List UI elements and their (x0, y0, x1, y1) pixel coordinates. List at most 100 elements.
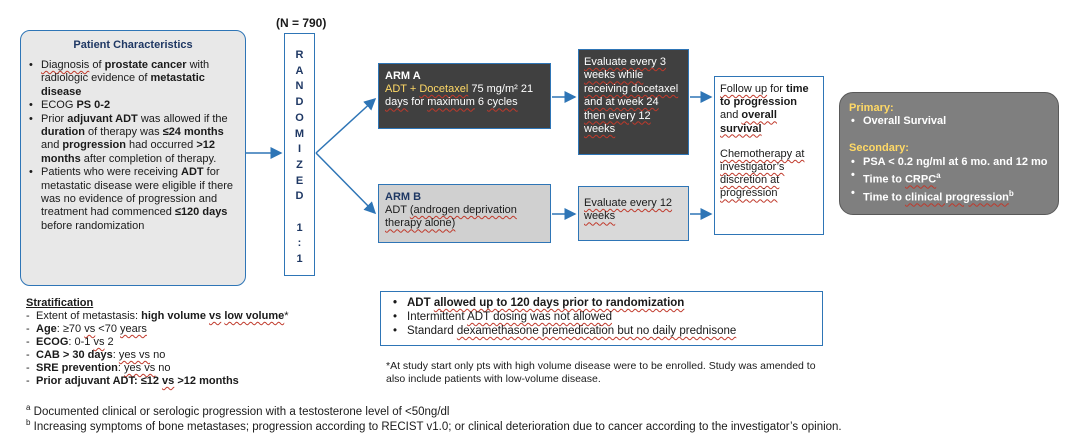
chemotherapy-text: Chemotherapy at investigator’s discretio… (720, 148, 818, 201)
text-run: ADT (385, 204, 410, 217)
patient-criterion: Diagnosis of prostate cancer with radiol… (29, 59, 237, 99)
text-run: days (385, 96, 409, 109)
text-run: Diagnosis (41, 59, 90, 71)
stratification-title: Stratification (26, 297, 94, 309)
text-run: a (936, 170, 941, 180)
text-run: vs (93, 336, 105, 348)
text-run: ADT + (385, 83, 420, 96)
randomized-letter: 1 (296, 253, 303, 266)
treatment-notes-list: ADT allowed up to 120 days prior to rand… (391, 296, 812, 338)
text-run: no (155, 362, 171, 374)
text-run: ADT (181, 166, 204, 179)
randomized-letter: : (297, 237, 302, 250)
text-run: PSA < 0.2 ng/ml at 6 mo. and 12 mo (863, 155, 1048, 168)
text-run: Follow up (720, 83, 768, 95)
randomized-letter: E (295, 174, 304, 187)
footnote-a: a Documented clinical or serologic progr… (26, 403, 449, 418)
text-run: vs (209, 310, 222, 322)
stratification-item: Age: ≥70 vs <70 years (26, 323, 366, 336)
text-run: maximum (427, 96, 475, 109)
patient-criterion: Patients who were receiving ADT for meta… (29, 166, 237, 233)
text-run: and (720, 109, 742, 122)
arm-b-title: ARM B (385, 191, 422, 203)
text-run: prostate cancer (104, 59, 187, 71)
secondary-endpoint-item: Time to clinical progressionb (849, 187, 1049, 205)
text-run: Evaluate every 12 weeks (584, 197, 673, 223)
text-run: before randomization (41, 219, 145, 232)
arrow-randomized-to-arm-b (315, 152, 377, 215)
randomized-letter: 1 (296, 221, 303, 234)
secondary-endpoint-list: PSA < 0.2 ng/ml at 6 mo. and 12 moTime t… (849, 156, 1049, 205)
patient-criterion: ECOG PS 0-2 (29, 99, 237, 113)
text-run: vs (84, 323, 96, 335)
footnote-text: Documented clinical or serologic progres… (30, 405, 450, 418)
footnote-marker: b (26, 418, 31, 427)
randomized-letter: D (295, 190, 304, 203)
text-run: cycles (487, 96, 518, 109)
text-run: CAB > 30 days (36, 349, 113, 361)
text-run: for (767, 83, 787, 95)
patient-characteristics-list: Diagnosis of prostate cancer with radiol… (29, 59, 237, 233)
text-run: was allowed if the (137, 112, 228, 125)
text-run: ADT dosing was not allowed (467, 311, 612, 323)
text-run: * (284, 310, 289, 322)
text-run: Extent of metastasis: (36, 310, 142, 322)
secondary-endpoint-item: Time to CRPCa (849, 169, 1049, 187)
treatment-note-item: Intermittent ADT dosing was not allowed (391, 310, 812, 324)
text-run: no (150, 349, 166, 361)
text-run: (androgen deprivation therapy alone) (385, 204, 517, 230)
text-run: Evaluate every 3 weeks while receiving d… (584, 56, 679, 136)
text-run: ≤24 months (162, 126, 224, 139)
text-run: Docetaxel (419, 83, 469, 96)
text-run: Chemotherapy at investigator’s discretio… (720, 147, 805, 200)
primary-endpoint-title: Primary: (849, 102, 894, 114)
randomized-letter: M (294, 127, 305, 140)
text-run: allowed up to 120 days prior to randomiz… (433, 297, 685, 309)
randomized-letter: Z (296, 158, 303, 171)
text-run: yes vs (124, 362, 156, 374)
randomized-letter: D (295, 96, 304, 109)
primary-endpoint-item: Overall Survival (849, 115, 1049, 128)
stratification-item: CAB > 30 days: yes vs no (26, 349, 366, 362)
text-run: ADT (407, 297, 434, 309)
stratification-item: SRE prevention: yes vs no (26, 362, 366, 375)
text-run: duration (41, 126, 85, 139)
text-run: yes vs (118, 349, 151, 361)
text-run: Prior adjuvant ADT: ≤12 (36, 375, 163, 387)
text-run: PS 0-2 (76, 99, 111, 112)
text-run: b (1008, 188, 1014, 198)
text-run: >12 months (41, 139, 215, 165)
stratification-item: ECOG: 0-1 vs 2 (26, 336, 366, 349)
primary-endpoint-list: Overall Survival (849, 115, 1049, 128)
arm-a-description: ADT + Docetaxel 75 mg/m² 21 days for max… (385, 83, 544, 109)
randomized-letter: R (295, 49, 304, 61)
text-run: >12 months (174, 375, 239, 387)
amendment-note: *At study start only pts with high volum… (386, 360, 816, 385)
sample-size-label: (N = 790) (276, 16, 327, 30)
randomized-letter: I (297, 143, 302, 156)
text-run: metastatic disease (41, 72, 205, 98)
text-run: 6 (474, 96, 488, 109)
arm-a-evaluation-box: Evaluate every 3 weeks while receiving d… (578, 49, 689, 155)
text-run: progression (62, 139, 126, 152)
text-run: : 0-1 (68, 336, 94, 348)
text-run: CRPC (904, 173, 937, 186)
text-run: of (89, 59, 105, 71)
patient-criterion: Prior adjuvant ADT was allowed if the du… (29, 113, 237, 167)
randomized-letter (298, 205, 301, 221)
patient-characteristics-title: Patient Characteristics (73, 39, 193, 51)
randomized-letter: N (295, 80, 304, 93)
arm-b-description: ADT (androgen deprivation therapy alone) (385, 204, 544, 230)
text-run: after completion of therapy. (80, 152, 217, 165)
text-run: <70 (95, 323, 121, 335)
stratification-item: Prior adjuvant ADT: ≤12 vs >12 months (26, 375, 366, 388)
arm-a-box: ARM A ADT + Docetaxel 75 mg/m² 21 days f… (378, 63, 551, 129)
follow-up-box: Follow up for time to progression and ov… (714, 76, 824, 235)
text-run: had occurred (126, 139, 197, 152)
text-run: clinical progression (904, 191, 1009, 204)
treatment-note-item: Standard dexamethasone premedication but… (391, 324, 812, 338)
treatment-notes-box: ADT allowed up to 120 days prior to rand… (380, 291, 823, 346)
text-run: Time to (863, 191, 905, 204)
text-run: Time to (863, 173, 905, 186)
